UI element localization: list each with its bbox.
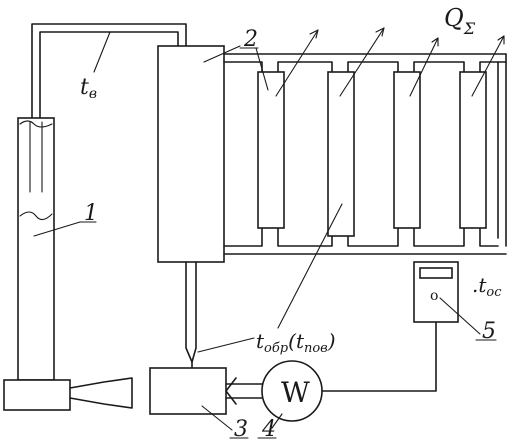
heat-total-label: QΣ bbox=[444, 4, 476, 38]
supply-temp-leader bbox=[93, 31, 111, 73]
svg-text:2: 2 bbox=[243, 27, 258, 52]
burner-block bbox=[3, 379, 71, 411]
svg-text:QΣ: QΣ bbox=[444, 4, 476, 38]
svg-text:5: 5 bbox=[482, 319, 496, 344]
burner-nozzle bbox=[69, 377, 133, 409]
callout-1: 1 bbox=[33, 201, 98, 237]
heat-output-arrows bbox=[275, 27, 505, 97]
return-temp-leader bbox=[197, 337, 255, 353]
motor-w: W bbox=[261, 360, 323, 422]
callout-2: 2 bbox=[203, 27, 269, 91]
control-line bbox=[321, 321, 437, 392]
callout-4: 4 bbox=[257, 413, 283, 440]
supply-pipe bbox=[31, 23, 187, 119]
boiler-column bbox=[17, 117, 55, 381]
outdoor-temp-label: .tос bbox=[472, 273, 502, 300]
pump-unit bbox=[149, 367, 227, 415]
controller: o bbox=[413, 261, 459, 323]
supply-temp-label: tв bbox=[80, 75, 97, 102]
radiator-panel-4 bbox=[459, 71, 487, 229]
motor-symbol: W bbox=[281, 376, 310, 409]
svg-text:4: 4 bbox=[261, 417, 276, 440]
distribution-manifold-top bbox=[223, 53, 507, 247]
return-temp-label: tобр(tпов) bbox=[256, 329, 336, 356]
pump-motor-shaft bbox=[225, 377, 263, 405]
radiator-panel-1 bbox=[257, 71, 285, 229]
radiator-panel-3 bbox=[393, 71, 421, 229]
callout-5: 5 bbox=[439, 297, 497, 344]
svg-text:tобр(tпов): tобр(tпов) bbox=[256, 329, 336, 356]
svg-text:.tос: .tос bbox=[472, 273, 502, 300]
svg-text:tв: tв bbox=[80, 75, 97, 102]
radiator-panel-2 bbox=[327, 71, 355, 237]
return-pipe bbox=[185, 261, 197, 369]
svg-text:3: 3 bbox=[234, 417, 248, 440]
panel-leader bbox=[277, 203, 343, 329]
svg-text:1: 1 bbox=[84, 201, 98, 226]
controller-symbol: o bbox=[430, 288, 438, 304]
distribution-manifold-bottom bbox=[223, 227, 507, 255]
main-radiator bbox=[157, 45, 225, 263]
callout-3: 3 bbox=[201, 405, 249, 440]
